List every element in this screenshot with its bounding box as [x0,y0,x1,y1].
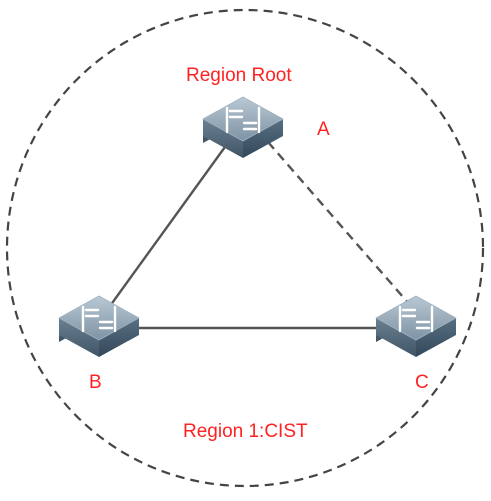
link-a-b [109,139,231,307]
link-a-c-blocked [267,141,411,306]
region-boundary [5,8,485,488]
region-label: Region 1:CIST [183,421,308,442]
node-c-label: C [415,372,429,393]
region-root-label: Region Root [186,65,292,86]
node-a-label: A [317,119,330,140]
node-b-label: B [89,372,102,393]
switch-c-icon [374,294,458,359]
switch-a-icon [201,95,285,160]
switch-b-icon [57,294,141,359]
